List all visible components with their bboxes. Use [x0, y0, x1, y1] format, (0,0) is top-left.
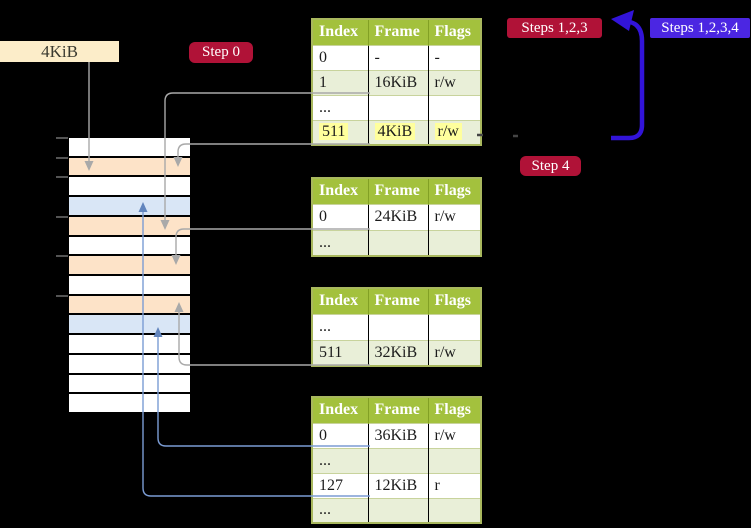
table-row: ... [312, 313, 481, 340]
col-header: Frame [367, 19, 428, 45]
memory-row-8 [69, 296, 190, 313]
col-header: Flags [427, 19, 481, 45]
cell-index: ... [319, 318, 331, 335]
cell-index: 0 [319, 208, 327, 225]
loop-line-dashes [477, 133, 518, 138]
col-header: Index [312, 178, 368, 204]
table-header-row: Index Frame Flags [312, 178, 481, 204]
cell-flags: r [434, 476, 440, 494]
cell-index: 1 [319, 73, 327, 91]
cell-flags: r/w [434, 123, 462, 141]
physical-memory-column [69, 138, 190, 414]
cell-flags: - [434, 48, 440, 66]
cell-frame: 12KiB [374, 476, 418, 494]
memory-row-11 [69, 355, 190, 373]
loop-arrow [611, 19, 645, 141]
cell-frame: 32KiB [374, 343, 418, 361]
page-table-3: Index Frame Flags ... 511 32KiB r/w [311, 287, 482, 367]
cell-index: 511 [319, 343, 343, 361]
memory-row-6 [69, 256, 190, 274]
memory-row-1 [69, 158, 190, 175]
cell-index: ... [319, 233, 331, 251]
memory-row-3 [69, 197, 190, 215]
table-row: 127 12KiB r [312, 472, 481, 498]
table-row: ... [312, 497, 481, 523]
free-frame-label: 4KiB [41, 41, 78, 61]
table-row: ... [312, 94, 481, 120]
memory-row-7 [69, 276, 190, 294]
cell-index: ... [319, 501, 331, 519]
cell-flags: r/w [434, 426, 456, 444]
step-0-label: Step 0 [189, 42, 253, 63]
table-header-row: Index Frame Flags [312, 19, 481, 45]
memory-row-5 [69, 237, 190, 254]
col-header: Flags [427, 178, 481, 204]
cell-index: 0 [319, 426, 327, 444]
page-table-1: Index Frame Flags 0 - - 1 16KiB r/w ... … [311, 18, 482, 146]
table-row: 0 - - [312, 44, 481, 70]
col-header: Frame [367, 288, 428, 314]
col-header: Index [312, 288, 368, 314]
cell-flags: r/w [434, 208, 456, 225]
memory-row-13 [69, 394, 190, 412]
table-header-row: Index Frame Flags [312, 397, 481, 423]
steps-123-label: Steps 1,2,3 [507, 18, 602, 38]
page-table-2: Index Frame Flags 0 24KiB r/w ... [311, 177, 482, 257]
cell-index: ... [319, 451, 331, 469]
cell-frame: 36KiB [374, 426, 418, 444]
page-table-4: Index Frame Flags 0 36KiB r/w ... 127 12… [311, 396, 482, 524]
cell-index: 511 [319, 123, 349, 141]
table-row: ... [312, 229, 481, 256]
table-row: ... [312, 447, 481, 473]
memory-row-4 [69, 217, 190, 235]
memory-row-2 [69, 177, 190, 195]
memory-row-10 [69, 335, 190, 353]
memory-row-12 [69, 375, 190, 392]
cell-index: ... [319, 98, 331, 116]
cell-flags: r/w [434, 343, 456, 361]
table-row: 1 16KiB r/w [312, 69, 481, 95]
table-header-row: Index Frame Flags [312, 288, 481, 314]
cell-frame: 24KiB [374, 208, 418, 225]
col-header: Frame [367, 178, 428, 204]
col-header: Index [312, 397, 368, 423]
col-header: Index [312, 19, 368, 45]
cell-frame: - [374, 48, 380, 66]
cell-flags: r/w [434, 73, 456, 91]
cell-frame: 4KiB [374, 123, 416, 141]
step-4-label: Step 4 [520, 156, 581, 176]
steps-1234-label: Steps 1,2,3,4 [650, 18, 750, 38]
col-header: Frame [367, 397, 428, 423]
cell-index: 127 [319, 476, 343, 494]
cell-frame: 16KiB [374, 73, 418, 91]
memory-row-0 [69, 138, 190, 156]
loop-arrowhead [611, 10, 634, 31]
table-row: 511 32KiB r/w [312, 339, 481, 366]
col-header: Flags [427, 397, 481, 423]
memory-row-9 [69, 315, 190, 333]
memory-tick-marks [56, 137, 68, 297]
table-row-highlighted: 511 4KiB r/w [312, 119, 481, 145]
free-frame-box: 4KiB [0, 41, 119, 62]
cell-index: 0 [319, 48, 327, 66]
table-row: 0 24KiB r/w [312, 203, 481, 230]
table-row: 0 36KiB r/w [312, 422, 481, 448]
col-header: Flags [427, 288, 481, 314]
